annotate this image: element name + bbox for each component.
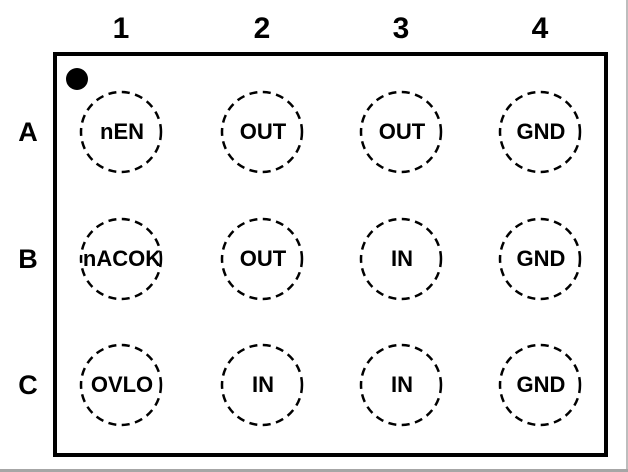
pin-ball-outline-C4 — [498, 343, 582, 427]
pin-ball-outline-B3 — [359, 217, 443, 301]
pin-label-c2: IN — [252, 372, 274, 397]
row-header-c: C — [18, 370, 38, 400]
row-header-b: B — [18, 244, 38, 274]
pin-ball-outline-A1 — [79, 90, 163, 174]
pin-label-c3: IN — [391, 372, 413, 397]
pin-label-b1: nACOK — [82, 246, 162, 271]
pin-label-c4: GND — [516, 372, 566, 397]
pin1-indicator-dot — [66, 68, 88, 90]
pin-label-a1: nEN — [100, 119, 144, 144]
pin-label-b3: IN — [391, 246, 413, 271]
pin-ball-outline-A2 — [220, 90, 304, 174]
pin-ball-outline-B2 — [220, 217, 304, 301]
pin-label-a3: OUT — [378, 119, 426, 144]
column-header-4: 4 — [531, 12, 549, 45]
pin-ball-outline-A3 — [359, 90, 443, 174]
pin-label-a2: OUT — [239, 119, 287, 144]
pin-ball-outline-C3 — [359, 343, 443, 427]
pin-label-a4: GND — [516, 119, 566, 144]
pin-label-b2: OUT — [239, 246, 287, 271]
column-header-2: 2 — [253, 12, 271, 45]
pin-ball-outline-A4 — [498, 90, 582, 174]
column-header-3: 3 — [392, 12, 410, 45]
pin-ball-outline-C1 — [79, 343, 163, 427]
pin-ball-outline-B4 — [498, 217, 582, 301]
row-header-a: A — [18, 117, 38, 147]
screenshot-bottom-edge — [0, 469, 628, 472]
pin-label-c1: OVLO — [90, 372, 154, 397]
package-outline — [53, 52, 608, 457]
column-header-1: 1 — [112, 12, 130, 45]
pin-ball-outline-B1 — [79, 217, 163, 301]
pin-label-b4: GND — [516, 246, 566, 271]
pin-ball-outline-C2 — [220, 343, 304, 427]
screenshot-right-edge — [626, 0, 628, 472]
